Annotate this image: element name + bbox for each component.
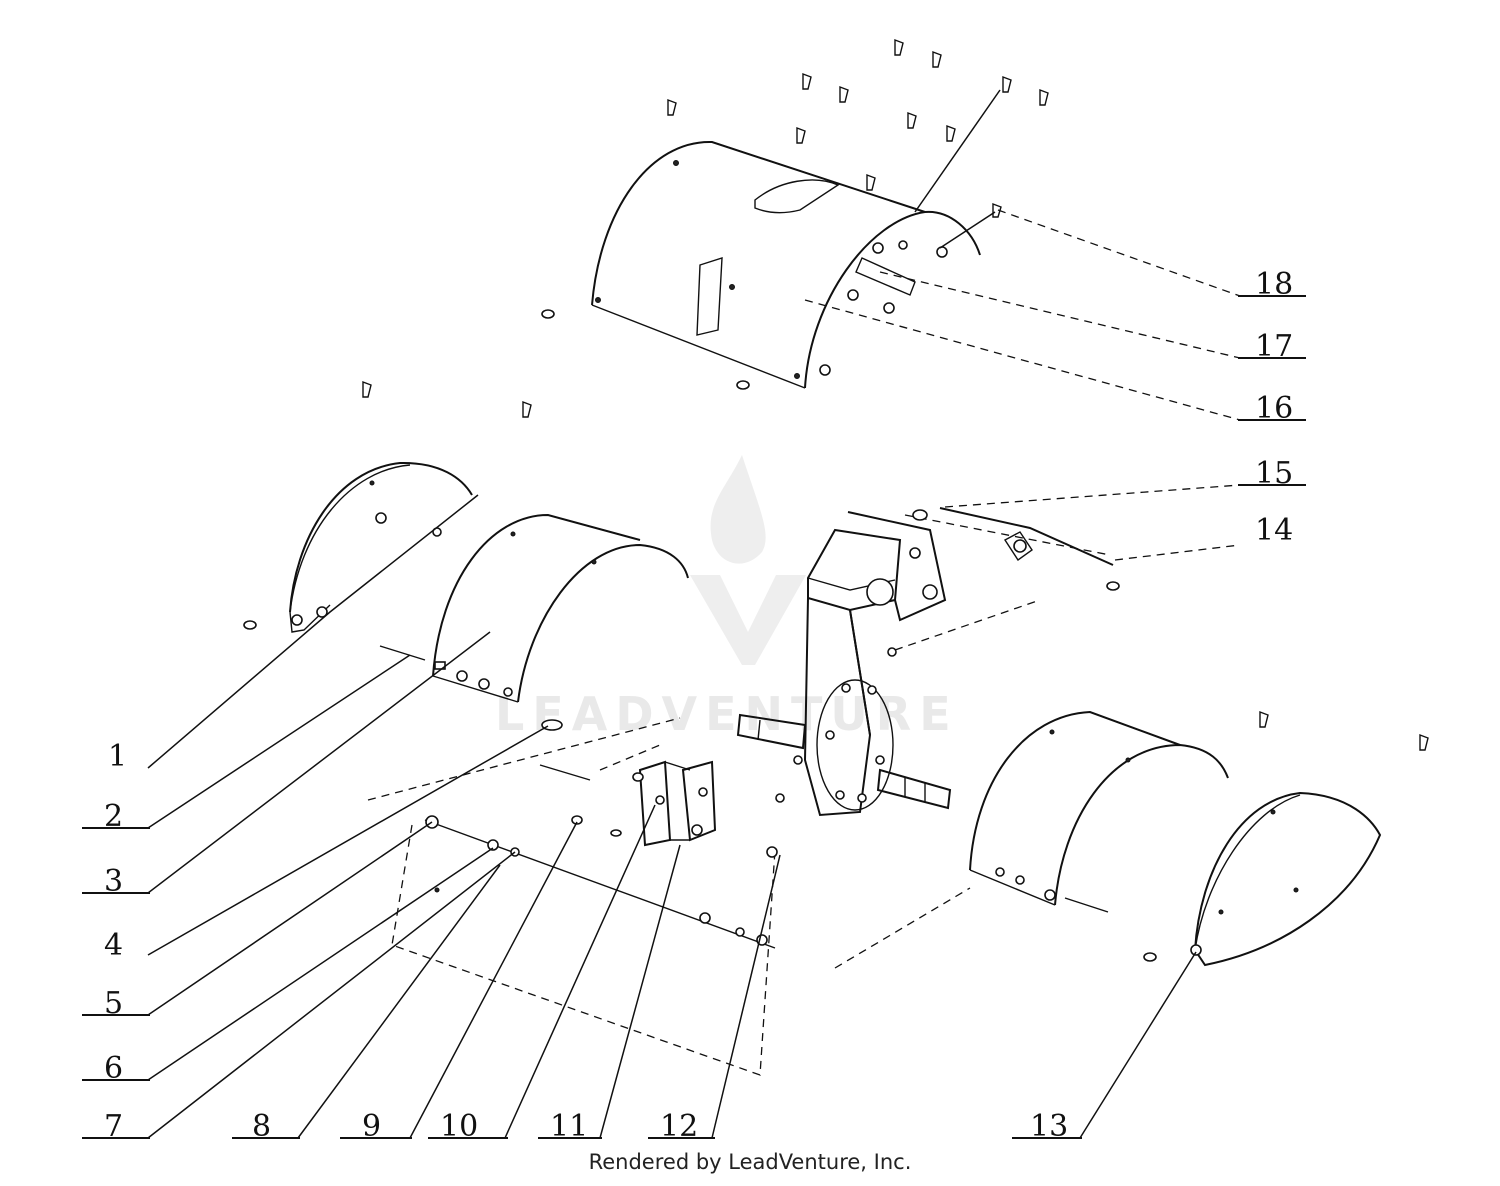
right-side-plate[interactable] <box>1143 791 1382 967</box>
svg-text:3: 3 <box>104 864 123 899</box>
callout-16: 16 <box>1238 391 1306 426</box>
callout-10: 10 <box>428 1109 508 1144</box>
callout-3: 3 <box>82 864 150 899</box>
svg-text:11: 11 <box>550 1109 588 1144</box>
left-tine-shield[interactable] <box>379 513 689 703</box>
svg-text:14: 14 <box>1255 513 1293 548</box>
left-side-plate[interactable] <box>243 461 473 633</box>
center-bracket[interactable] <box>539 719 717 847</box>
leadventure-watermark: LEADVENTURE <box>495 455 959 741</box>
callout-5: 5 <box>82 986 150 1021</box>
svg-text:17: 17 <box>1255 329 1293 364</box>
render-credit: Rendered by LeadVenture, Inc. <box>588 1150 912 1174</box>
watermark-text: LEADVENTURE <box>495 687 959 741</box>
svg-text:15: 15 <box>1255 456 1293 491</box>
svg-text:4: 4 <box>104 928 123 963</box>
callout-15: 15 <box>1238 456 1306 491</box>
svg-text:1: 1 <box>108 739 127 774</box>
callout-6: 6 <box>82 1051 150 1086</box>
callout-4: 4 <box>104 928 123 963</box>
svg-text:9: 9 <box>362 1109 381 1144</box>
svg-text:5: 5 <box>104 986 123 1021</box>
rear-flap[interactable] <box>367 717 778 1076</box>
gearbox-housing[interactable] <box>736 509 1120 817</box>
flame-logo-icon <box>710 455 766 564</box>
callout-8: 8 <box>232 1109 300 1144</box>
callout-9: 9 <box>340 1109 412 1144</box>
callout-18: 18 <box>1238 267 1306 302</box>
callout-1: 1 <box>108 739 127 774</box>
callout-12: 12 <box>648 1109 715 1144</box>
svg-text:16: 16 <box>1255 391 1293 426</box>
callout-7: 7 <box>82 1109 150 1144</box>
svg-text:6: 6 <box>104 1051 123 1086</box>
svg-text:13: 13 <box>1030 1109 1068 1144</box>
callout-14: 14 <box>1255 513 1293 548</box>
callout-13: 13 <box>1012 1109 1082 1144</box>
svg-text:2: 2 <box>104 799 123 834</box>
svg-text:7: 7 <box>104 1109 123 1144</box>
callout-17: 17 <box>1238 329 1306 364</box>
right-tine-shield[interactable] <box>834 710 1229 969</box>
svg-text:8: 8 <box>252 1109 271 1144</box>
svg-text:18: 18 <box>1255 267 1293 302</box>
callout-labels: 1 2 3 4 5 6 7 8 9 <box>82 267 1306 1144</box>
leader-lines <box>147 89 1241 1139</box>
callout-2: 2 <box>82 799 150 834</box>
callout-11: 11 <box>538 1109 602 1144</box>
top-tine-shield[interactable] <box>541 140 981 390</box>
shift-rod-assembly[interactable] <box>939 507 1114 566</box>
svg-text:10: 10 <box>440 1109 478 1144</box>
svg-text:12: 12 <box>660 1109 698 1144</box>
v-logo-icon <box>690 575 806 665</box>
